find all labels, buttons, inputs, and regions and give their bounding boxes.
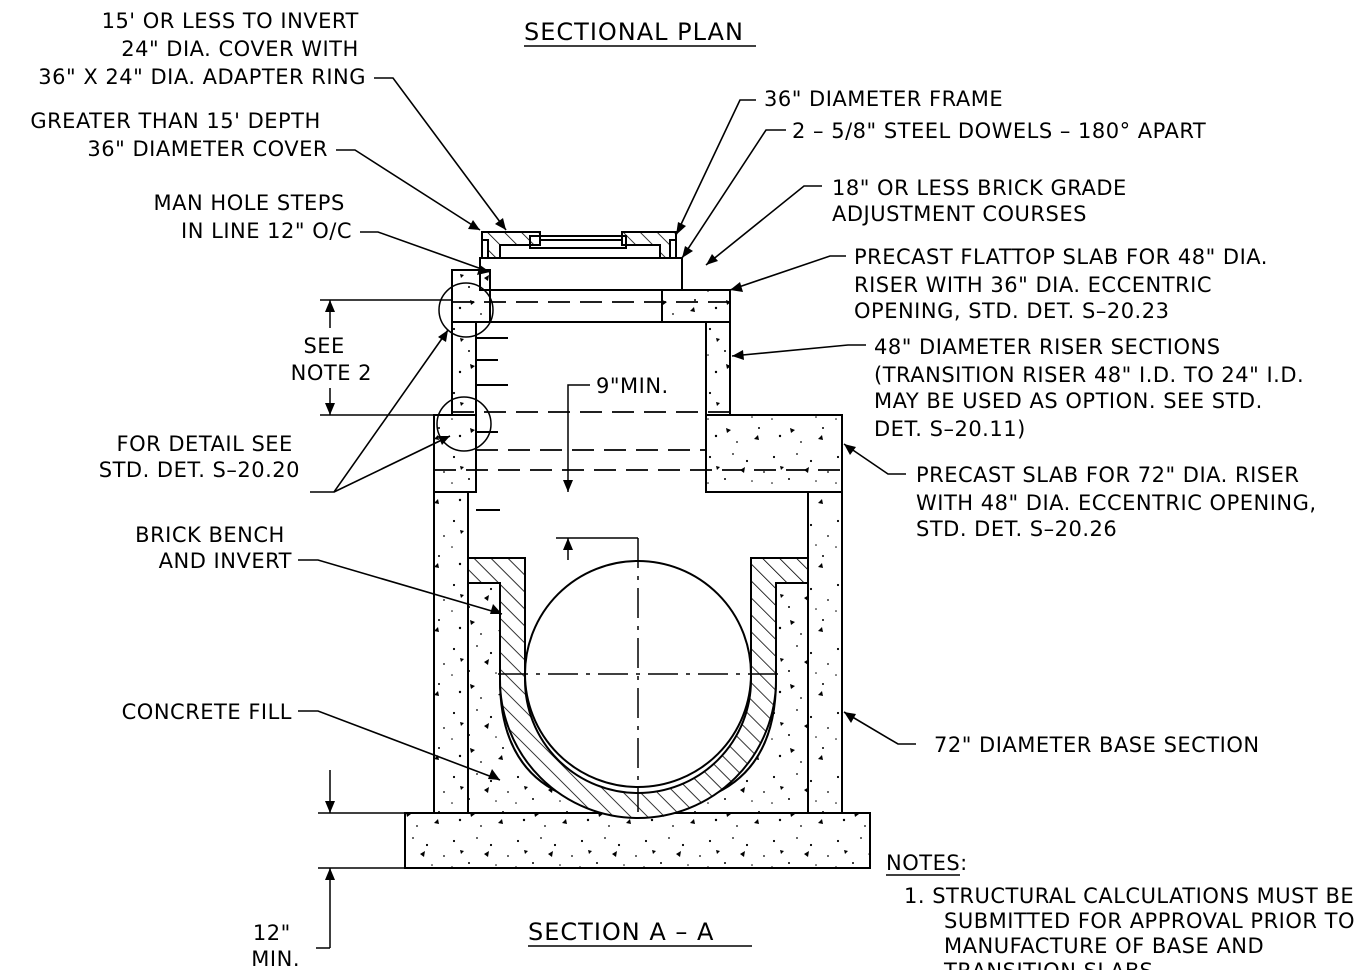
callout-base-section: 72" DIAMETER BASE SECTION xyxy=(934,733,1260,757)
brick-adjustment-courses xyxy=(479,257,683,291)
detail-circle-top xyxy=(438,282,494,338)
manhole-steps xyxy=(476,337,508,511)
callout-bench: BRICK BENCH AND INVERT xyxy=(135,523,292,573)
callout-brick-adjustment: 18" OR LESS BRICK GRADE ADJUSTMENT COURS… xyxy=(832,176,1134,226)
base-slab xyxy=(404,812,871,869)
callout-cover-24: 15' OR LESS TO INVERT 24" DIA. COVER WIT… xyxy=(38,9,366,89)
callout-dowels: 2 – 5/8" STEEL DOWELS – 180° APART xyxy=(792,119,1206,143)
frame-hatch-right xyxy=(621,231,677,259)
flattop-slab-left xyxy=(451,269,491,323)
leader-lines xyxy=(298,77,916,781)
callout-riser: 48" DIAMETER RISER SECTIONS (TRANSITION … xyxy=(874,335,1311,441)
manhole-structure xyxy=(404,231,871,869)
brick-bench xyxy=(467,557,809,819)
drawing-title: SECTIONAL PLAN xyxy=(524,18,744,46)
callout-cover-36: GREATER THAN 15' DEPTH 36" DIAMETER COVE… xyxy=(30,109,328,161)
flattop-slab-right xyxy=(661,289,731,323)
precast-slab-72-right xyxy=(705,414,843,493)
dimensions xyxy=(316,299,638,949)
callout-precast-72: PRECAST SLAB FOR 72" DIA. RISER WITH 48"… xyxy=(916,463,1324,541)
callout-steps: MAN HOLE STEPS IN LINE 12" O/C xyxy=(154,191,352,243)
section-label: SECTION A – A xyxy=(528,918,714,946)
detail-circle-bottom xyxy=(436,396,492,452)
dimension-12-min: 12" MIN. xyxy=(251,921,300,970)
manhole-frame xyxy=(481,239,677,259)
callout-flattop: PRECAST FLATTOP SLAB FOR 48" DIA. RISER … xyxy=(854,245,1275,323)
notes-heading: NOTES: xyxy=(886,851,968,875)
callout-concrete-fill: CONCRETE FILL xyxy=(122,700,292,724)
callout-detail: FOR DETAIL SEE STD. DET. S–20.20 xyxy=(99,432,300,482)
dimension-9-min: 9"MIN. xyxy=(596,374,669,398)
callout-see-note: SEE NOTE 2 xyxy=(291,334,372,385)
callout-frame: 36" DIAMETER FRAME xyxy=(764,87,1003,111)
precast-slab-72-left xyxy=(433,414,477,493)
manhole-cover xyxy=(529,235,627,249)
base-wall-right xyxy=(807,489,843,814)
notes-list: 1. STRUCTURAL CALCULATIONS MUST BE SUBMI… xyxy=(904,884,1356,970)
